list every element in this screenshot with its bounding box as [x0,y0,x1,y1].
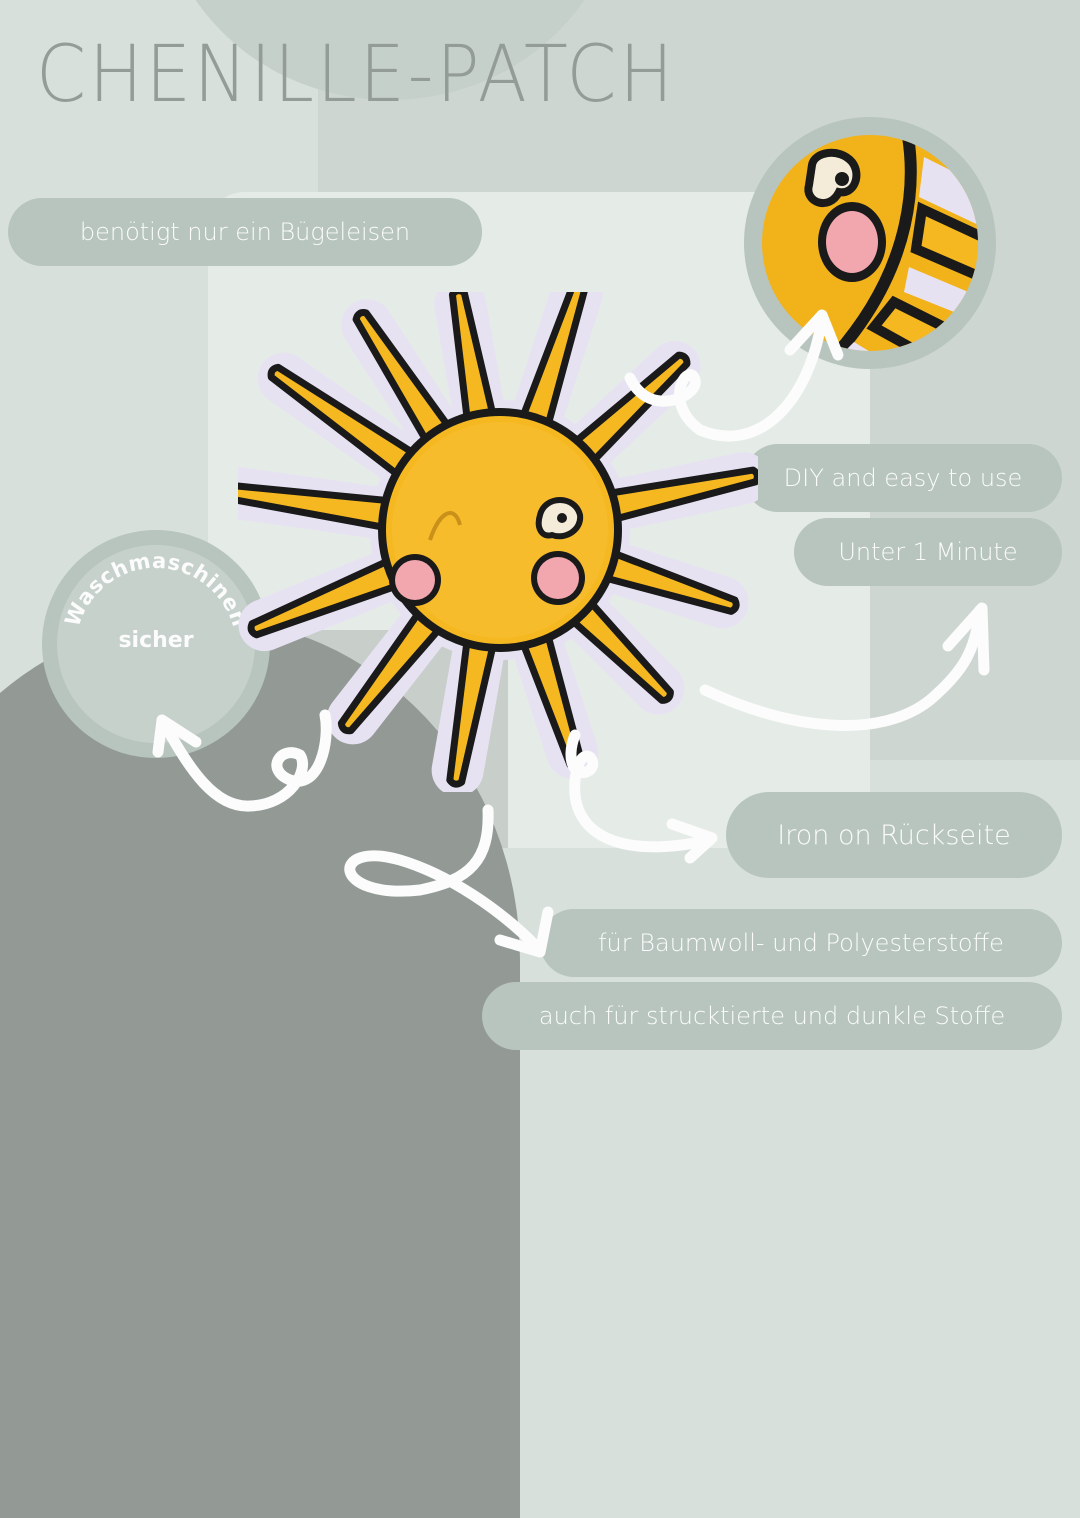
detail-zoom-circle [744,117,996,369]
feature-label: Iron on Rückseite [777,819,1011,851]
feature-pill-diy: DIY and easy to use [744,444,1062,512]
feature-label: DIY and easy to use [783,464,1023,492]
feature-pill-time: Unter 1 Minute [794,518,1062,586]
feature-label: für Baumwoll- und Polyesterstoffe [598,929,1004,957]
feature-pill-iron-only: benötigt nur ein Bügeleisen [8,198,482,266]
badge-arc-text: Waschmaschinen [60,549,252,630]
feature-pill-iron-on: Iron on Rückseite [726,792,1062,878]
sun-patch-icon [238,292,758,792]
badge-sub-label: sicher [118,628,194,653]
feature-label: auch für strucktierte und dunkle Stoffe [538,1002,1006,1030]
feature-pill-fabrics: für Baumwoll- und Polyesterstoffe [540,909,1062,977]
badge-arc-label: Waschmaschinen [60,549,251,630]
feature-label: benötigt nur ein Bügeleisen [79,218,411,246]
sun-detail-closeup-icon [762,135,978,351]
feature-pill-dark-fabrics: auch für strucktierte und dunkle Stoffe [482,982,1062,1050]
page-title: CHENILLE-PATCH [36,30,676,120]
washing-machine-safe-badge: Waschmaschinen sicher [42,530,270,758]
feature-label: Unter 1 Minute [838,538,1018,566]
svg-text:Waschmaschinen: Waschmaschinen [60,549,252,630]
